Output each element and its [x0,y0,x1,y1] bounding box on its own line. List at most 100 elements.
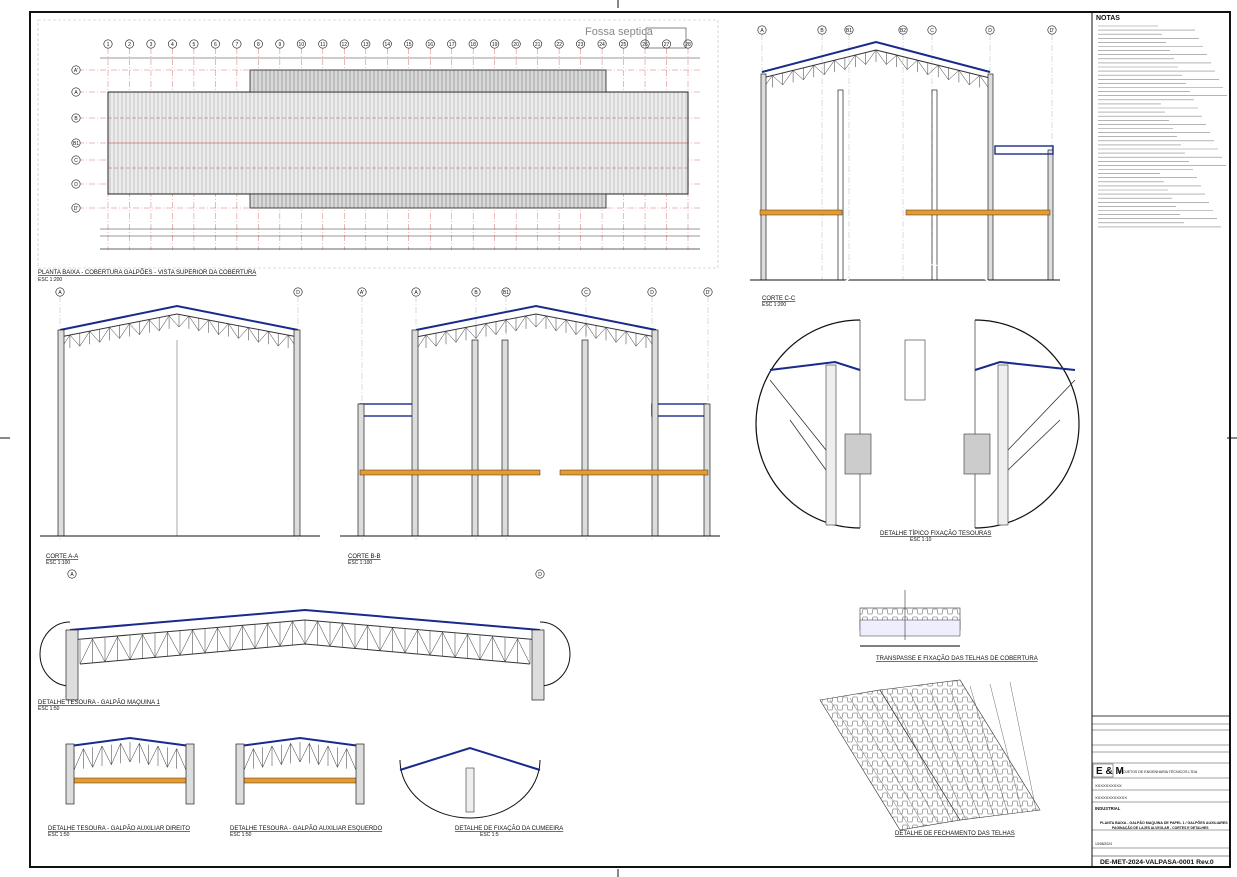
plan-column-axis: 20 [511,39,521,49]
cc-axis: B2 [898,25,908,35]
plan-column-axis: 19 [490,39,500,49]
plan-column-axis: 11 [318,39,328,49]
plan-column-axis: 7 [232,39,242,49]
svg-text:A: A [58,290,62,296]
svg-text:16: 16 [427,42,433,48]
cc-axis: C [927,25,937,35]
svg-text:B: B [820,28,824,34]
section-aa-title: CORTE A-A [46,554,78,560]
svg-text:D': D' [74,206,79,212]
title-block: E & M PROJETOS DE ENGENHARIA TÉCNICOS LT… [1091,715,1231,868]
svg-text:25: 25 [621,42,627,48]
plan-column-axis: 5 [189,39,199,49]
plan-row-axis: B [71,113,81,123]
plan-column-axis: 3 [146,39,156,49]
svg-text:14: 14 [384,42,390,48]
plan-column-axis: 27 [662,39,672,49]
detail-closure-title: DETALHE DE FECHAMENTO DAS TELHAS [895,831,1015,837]
plan-column-axis: 26 [640,39,650,49]
detail-ridge-title: DETALHE DE FIXAÇÃO DA CUMEEIRA [455,825,563,832]
plan-column-axis: 4 [167,39,177,49]
plan-column-axis: 12 [339,39,349,49]
svg-text:20: 20 [513,42,519,48]
detail-ridge: DETALHE DE FIXAÇÃO DA CUMEEIRA ESC 1:5 [399,746,563,838]
cc-axis: B [817,25,827,35]
svg-text:18: 18 [470,42,476,48]
svg-text:23: 23 [578,42,584,48]
detail-aux-left-title: DETALHE TESOURA - GALPÃO AUXILIAR ESQUER… [230,825,382,832]
detail-closure: DETALHE DE FECHAMENTO DAS TELHAS [819,679,1041,837]
svg-text:12: 12 [342,42,348,48]
detail-truss-main-scale: ESC 1:50 [38,706,60,712]
svg-text:1: 1 [107,42,110,48]
svg-text:A: A [414,290,418,296]
detail-typical-fixing: DETALHE TÍPICO FIXAÇÃO TESOURAS ESC 1:10 [755,263,1080,585]
svg-text:3: 3 [150,42,153,48]
top-plan-scale: ESC 1:200 [38,277,62,283]
bb-axis: A' [357,287,367,297]
plan-row-axis: D [71,179,81,189]
company-logo: E & M [1096,766,1124,777]
detail-aux-right-scale: ESC 1:50 [48,832,70,838]
detail-aux-left-scale: ESC 1:50 [230,832,252,838]
bb-axis: A [411,287,421,297]
bb-axis: D [647,287,657,297]
sheet-date: 13/08/2024 [1095,842,1112,846]
svg-text:13: 13 [363,42,369,48]
svg-text:22: 22 [556,42,562,48]
cc-axis: B1 [844,25,854,35]
svg-text:9: 9 [278,42,281,48]
detail-overlap: TRANSPASSE E FIXAÇÃO DAS TELHAS DE COBER… [859,590,1038,662]
svg-text:10: 10 [299,42,305,48]
plan-row-axis: B1 [71,138,81,148]
section-bb-title: CORTE B-B [348,554,381,560]
svg-text:11: 11 [320,42,325,48]
svg-text:15: 15 [406,42,412,48]
plan-column-axis: 8 [253,39,263,49]
svg-text:B: B [474,290,478,296]
bb-axis: D' [703,287,713,297]
plan-column-axis: 21 [533,39,543,49]
section-cc-title: CORTE C-C [762,296,796,302]
svg-text:2: 2 [128,42,131,48]
sheet-title: PLANTA BAIXA - GALPÃO MAQUINA DE PAPEL 1… [1100,820,1228,825]
sheet-subtitle: PAGINAÇÃO DE LAJES ALVEOLAR - CORTES E D… [1112,825,1209,830]
plan-column-axis: 13 [361,39,371,49]
svg-text:B1: B1 [503,290,509,296]
truss-main-axis: A [67,569,77,579]
segment-value: INDUSTRIAL [1095,806,1121,811]
svg-text:27: 27 [664,42,670,48]
svg-text:D: D [650,290,654,296]
detail-fixing-scale: ESC 1:10 [910,537,932,543]
detail-aux-right-title: DETALHE TESOURA - GALPÃO AUXILIAR DIREIT… [48,825,190,832]
svg-text:D: D [74,182,78,188]
fossa-septica-label: Fossa septica [585,26,654,38]
plan-row-axis: A [71,87,81,97]
plan-column-axis: 6 [210,39,220,49]
plan-column-axis: 14 [382,39,392,49]
cc-axis: D' [1047,25,1057,35]
plan-column-axis: 2 [124,39,134,49]
detail-overlap-title: TRANSPASSE E FIXAÇÃO DAS TELHAS DE COBER… [876,655,1038,662]
svg-text:A': A' [360,290,364,296]
sheet-border [29,11,1231,868]
client-value: XXXXXXXXXXXX [1095,795,1127,800]
svg-text:7: 7 [235,42,238,48]
plan-row-axis: D' [71,203,81,213]
section-aa-scale: ESC 1:100 [46,560,70,566]
plan-column-axis: 16 [425,39,435,49]
svg-text:28: 28 [685,42,691,48]
svg-text:A: A [70,572,74,578]
svg-text:C: C [74,158,78,164]
responsible-value: XXXXXXXXXX [1095,783,1122,788]
svg-text:8: 8 [257,42,260,48]
detail-aux-left: DETALHE TESOURA - GALPÃO AUXILIAR ESQUER… [230,736,382,838]
plan-column-axis: 25 [619,39,629,49]
plan-column-axis: 28 [683,39,693,49]
